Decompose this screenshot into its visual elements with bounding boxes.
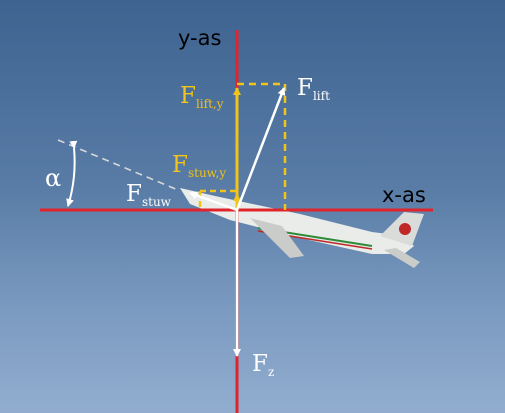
angle-arc (66, 140, 78, 207)
airplane-tail-logo (399, 223, 411, 235)
gravity-subscript: z (267, 365, 275, 379)
airplane-wing (250, 218, 304, 258)
stuw-force-arrow (189, 191, 238, 212)
lift-y-symbol: F (180, 83, 196, 109)
y-axis-label: y-as (178, 26, 222, 50)
x-axis-label: x-as (382, 183, 426, 207)
stuw-y-subscript: stuw,y (187, 166, 227, 180)
lift-y-subscript: lift,y (195, 97, 224, 111)
airplane-fuselage (180, 188, 414, 254)
stuw-y-label: Fstuw,y (172, 152, 227, 180)
airplane-stabilizer (384, 248, 420, 268)
angle-alpha-label: α (45, 164, 62, 192)
lift-symbol: F (297, 75, 313, 101)
gravity-symbol: F (252, 351, 268, 377)
gravity-force-label: Fz (252, 351, 275, 379)
lift-y-label: Flift,y (180, 83, 224, 111)
lift-subscript: lift (312, 89, 330, 103)
stuw-force-label: Fstuw (126, 181, 171, 209)
stuw-subscript: stuw (141, 195, 171, 209)
lift-force-label: Flift (297, 75, 330, 103)
stuw-symbol: F (126, 181, 142, 207)
lift-force-arrow (235, 87, 286, 211)
direction-dashed-line (57, 139, 179, 191)
stuw-y-symbol: F (172, 152, 188, 178)
